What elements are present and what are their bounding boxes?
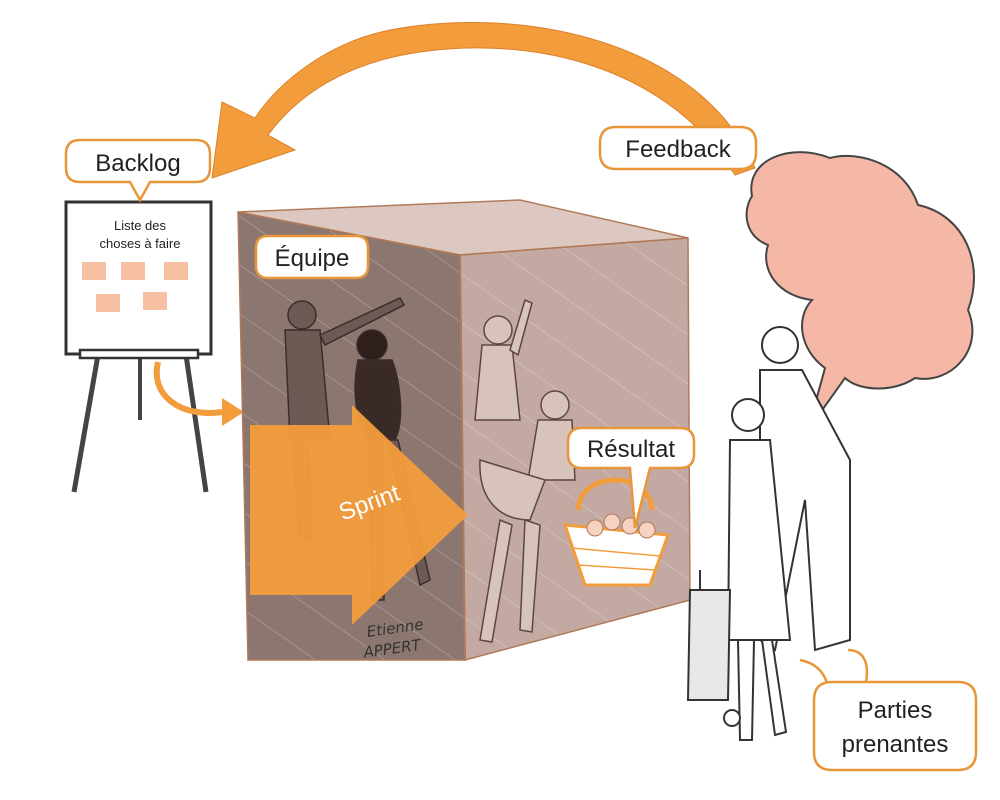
equipe-text: Équipe — [275, 245, 350, 272]
board-text-line2: choses à faire — [100, 236, 181, 251]
feedback-label: Feedback — [598, 125, 758, 171]
backlog-board: Liste des choses à faire — [64, 200, 213, 493]
backlog-to-sprint-arrow — [153, 361, 244, 426]
stakeholders — [686, 326, 851, 741]
sticky-note — [121, 262, 145, 280]
sticky-note — [82, 262, 106, 280]
parties-text-line2: prenantes — [842, 731, 949, 758]
feedback-arrow — [211, 22, 756, 179]
board-text-line1: Liste des — [114, 218, 167, 233]
team-silhouettes-right — [474, 298, 576, 643]
sticky-note — [164, 262, 188, 280]
feedback-text: Feedback — [625, 136, 731, 163]
parties-prenantes-label: Parties prenantes — [799, 648, 978, 772]
sprint-arrow: Sprint — [250, 405, 468, 625]
artist-signature: Etienne APPERT — [361, 615, 424, 662]
backlog-text: Backlog — [95, 150, 180, 177]
resultat-label: Résultat — [566, 426, 696, 529]
sticky-note — [96, 294, 120, 312]
parties-text-line1: Parties — [858, 697, 933, 724]
resultat-text: Résultat — [587, 436, 675, 463]
feedback-speech-bubble — [745, 151, 975, 431]
backlog-label: Backlog — [64, 138, 212, 203]
sticky-note — [143, 292, 167, 310]
equipe-label: Équipe — [254, 234, 370, 280]
